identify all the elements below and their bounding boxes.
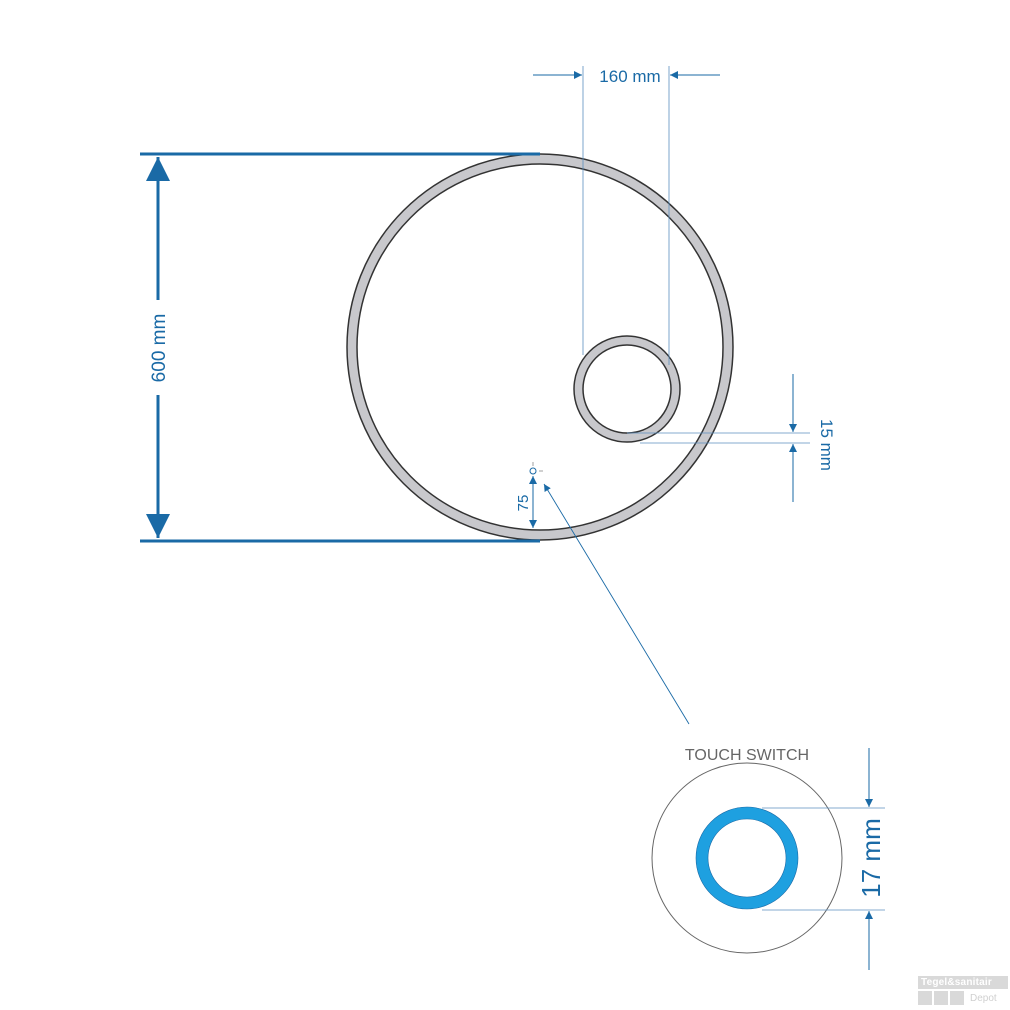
diameter-label: 600 mm	[149, 314, 170, 383]
touch-switch-detail: TOUCH SWITCH 17 mm	[651, 747, 886, 970]
switch-offset-label: 75	[515, 495, 532, 512]
logo-square-icon	[934, 991, 948, 1005]
magnifier-offset-label: 160 mm	[599, 67, 660, 86]
logo: Tegel&sanitair Depot	[918, 976, 1008, 1005]
magnifier-gap-dimension: 15 mm	[627, 374, 836, 502]
logo-line1: Tegel&sanitair	[918, 976, 1008, 989]
logo-line2: Depot	[970, 992, 997, 1004]
touch-switch-ring	[696, 807, 798, 909]
magnifier-ring	[573, 335, 681, 443]
logo-square-icon	[950, 991, 964, 1005]
mirror-frame	[346, 153, 734, 541]
switch-size-label: 17 mm	[856, 818, 886, 897]
diameter-dimension: 600 mm	[140, 152, 540, 543]
magnifier-gap-label: 15 mm	[817, 419, 836, 471]
magnifier-offset-dimension: 160 mm	[533, 66, 720, 365]
logo-drop-icon	[918, 991, 932, 1005]
touch-switch-title: TOUCH SWITCH	[685, 747, 809, 764]
switch-position-dimension: 75	[515, 462, 690, 725]
switch-marker	[529, 467, 537, 475]
